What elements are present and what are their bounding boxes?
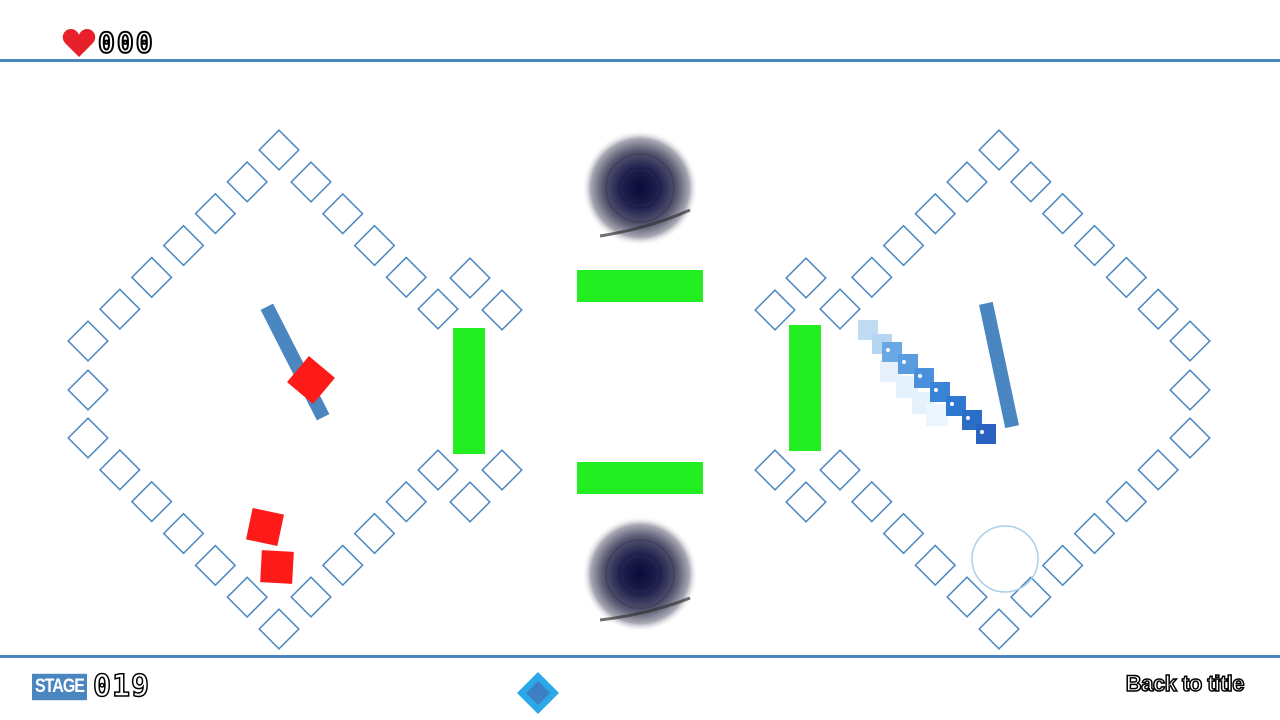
right-paddle xyxy=(979,301,1019,429)
arena-tile xyxy=(353,512,396,555)
green-bar-left xyxy=(453,328,485,454)
arena-tile xyxy=(1105,256,1148,299)
arena-tile xyxy=(1169,320,1211,362)
top-hud: 000 xyxy=(0,0,1280,62)
arena-tile xyxy=(258,129,300,171)
arena-tile xyxy=(785,481,827,523)
stage-label: STAGE xyxy=(32,673,87,700)
arena-tile xyxy=(1041,192,1084,235)
red-block xyxy=(287,356,335,404)
red-block xyxy=(246,508,284,546)
green-bar-right xyxy=(789,325,821,451)
arena-tile xyxy=(1041,544,1084,587)
arena-tile xyxy=(1105,480,1148,523)
arena-tile xyxy=(417,449,459,491)
arena-tile xyxy=(1137,288,1180,331)
arena-tile xyxy=(946,576,988,618)
arena-tile xyxy=(449,257,491,299)
left-paddle xyxy=(260,303,330,421)
arena-tile xyxy=(162,512,205,555)
playfield xyxy=(67,129,1211,650)
arena-tile xyxy=(449,481,491,523)
green-bar-top xyxy=(577,270,703,302)
stage-number: 019 xyxy=(92,668,151,705)
arena-tile xyxy=(914,192,957,235)
right-arena-tiles xyxy=(754,129,1211,650)
arena-tile xyxy=(1137,448,1180,491)
arena-tile xyxy=(785,257,827,299)
arena-tile xyxy=(194,192,237,235)
arena-tile xyxy=(321,192,364,235)
red-block xyxy=(260,550,294,584)
target-ring xyxy=(971,525,1039,593)
lives-counter: 000 xyxy=(62,26,155,60)
arena-tile xyxy=(978,129,1020,171)
lives-count: 000 xyxy=(97,26,155,59)
arena-tile xyxy=(882,512,925,555)
bottom-hud: STAGE 019 Back to title xyxy=(0,655,1280,720)
arena-tile xyxy=(321,544,364,587)
heart-icon xyxy=(62,29,96,57)
arena-tile xyxy=(67,320,109,362)
arena-tile xyxy=(1009,576,1052,619)
diamond-gem-icon xyxy=(517,672,559,714)
arena-tile xyxy=(819,288,861,330)
arena-tile xyxy=(754,289,796,331)
arena-tile xyxy=(1009,160,1052,203)
arena-tile xyxy=(290,576,332,618)
arena-tile xyxy=(258,608,300,650)
arena-tile xyxy=(130,480,173,523)
arena-tile xyxy=(819,449,861,491)
top-divider xyxy=(0,59,1280,62)
arena-tile xyxy=(226,160,269,203)
arena-tile xyxy=(67,369,109,411)
arena-tile xyxy=(882,224,925,267)
stage-indicator: STAGE 019 xyxy=(32,668,151,705)
arena-tile xyxy=(67,417,109,459)
vortex-bottom xyxy=(582,516,698,632)
arena-tile xyxy=(417,288,459,330)
arena-tile xyxy=(290,161,332,203)
bottom-divider xyxy=(0,655,1280,658)
arena-tile xyxy=(385,256,428,299)
vortex-top xyxy=(582,130,698,246)
arena-tile xyxy=(162,224,205,267)
arena-tile xyxy=(1073,512,1116,555)
arena-tile xyxy=(98,288,141,331)
arena-tile xyxy=(978,608,1020,650)
arena-tile xyxy=(98,448,141,491)
arena-tile xyxy=(385,480,428,523)
arena-tile xyxy=(850,480,893,523)
arena-tile xyxy=(226,576,269,619)
arena-tile xyxy=(353,224,396,267)
arena-tile xyxy=(1073,224,1116,267)
left-arena-tiles xyxy=(67,129,523,650)
arena-tile xyxy=(481,289,523,331)
back-to-title-button[interactable]: Back to title xyxy=(1125,670,1245,697)
arena-tile xyxy=(1169,417,1211,459)
arena-tile xyxy=(1169,369,1211,411)
arena-tile xyxy=(850,256,893,299)
arena-tile xyxy=(130,256,173,299)
arena-tile xyxy=(914,544,957,587)
green-bar-bottom xyxy=(577,462,703,494)
arena-tile xyxy=(946,161,988,203)
arena-tile xyxy=(481,449,523,491)
arena-tile xyxy=(194,544,237,587)
player-trail xyxy=(858,320,996,444)
arena-tile xyxy=(754,449,796,491)
